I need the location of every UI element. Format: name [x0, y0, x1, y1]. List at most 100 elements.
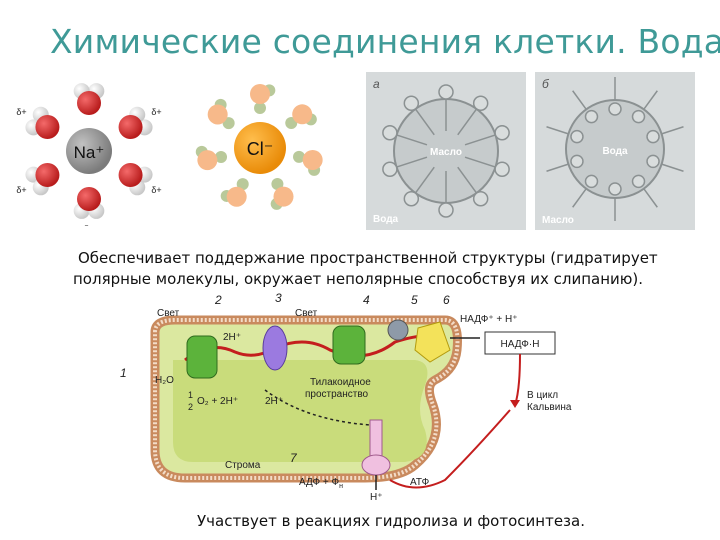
delta-plus-label: δ+	[84, 224, 94, 226]
delta-plus-label: δ+	[151, 185, 161, 195]
na-hydration-diagram: δ+δ+δ+δ+δ+δ+ Na⁺	[16, 76, 161, 226]
ferredoxin	[387, 319, 409, 341]
stroma-label: Строма	[225, 460, 261, 471]
o2-label: O₂ + 2H⁺	[197, 396, 238, 407]
photosynthesis-diagram: 1 2 3 4 5 6 7 Свет Свет 2H⁺ H₂O 1 2 O₂ +…	[120, 291, 572, 503]
number-4: 4	[363, 293, 370, 307]
lipid-tail	[464, 134, 496, 146]
hydrogen-atom	[271, 178, 284, 191]
micelle-a-center-label: Масло	[430, 147, 462, 158]
delta-plus-label: δ+	[16, 107, 26, 117]
number-1: 1	[120, 366, 127, 380]
atp-synthase-stalk	[369, 419, 383, 461]
oxygen-atom	[273, 186, 294, 207]
thylakoid-lumen	[173, 360, 428, 462]
lipid-tail	[572, 90, 587, 110]
cytochrome-complex	[262, 325, 288, 371]
lipid-tail	[457, 166, 478, 194]
lipid-tail	[414, 166, 435, 194]
polar-head	[608, 182, 622, 196]
polar-head	[472, 190, 489, 207]
oxygen-atom	[292, 104, 313, 125]
polar-head	[646, 154, 660, 169]
micelle-b-center-label: Вода	[602, 146, 628, 157]
polar-head	[570, 129, 584, 144]
lipid-tail	[396, 134, 428, 146]
oxygen-atom	[77, 91, 101, 115]
oxygen-atom	[207, 104, 228, 125]
lipid-tail	[457, 108, 478, 136]
calvin-label-2: Кальвина	[527, 402, 572, 413]
cl-ion	[234, 122, 286, 174]
polar-head	[472, 95, 489, 112]
nadph-label: НАДФ·Н	[501, 339, 540, 350]
hydrogen-atom	[236, 178, 249, 191]
oxygen-atom	[118, 163, 143, 187]
polar-head	[382, 161, 398, 177]
nadp-reductase	[414, 321, 451, 363]
na-label: Na⁺	[74, 143, 105, 162]
number-5: 5	[411, 293, 418, 307]
polar-head	[494, 125, 510, 141]
page-title: Химические соединения клетки. Вода	[50, 22, 720, 61]
description-line-2: полярные молекулы, окружает неполярные с…	[73, 270, 644, 288]
number-3: 3	[275, 291, 282, 305]
oxygen-atom	[302, 149, 323, 170]
oxygen-atom	[197, 150, 218, 171]
light-label-2: Свет	[295, 308, 318, 319]
hydrogen-atom	[293, 150, 306, 163]
two-h-plus-bottom: 2H⁺	[265, 396, 283, 407]
hydrogen-atom	[254, 102, 266, 114]
oxygen-atom	[118, 115, 143, 139]
photosystem-2	[186, 335, 218, 379]
cl-label: Cl⁻	[247, 139, 274, 159]
polar-head	[438, 84, 454, 100]
half-numerator: 1	[188, 390, 193, 400]
number-6: 6	[443, 293, 450, 307]
two-h-plus-top: 2H⁺	[223, 332, 241, 343]
micelle-b-panel: б Вода Масло	[535, 72, 695, 230]
polar-head	[608, 102, 622, 116]
atp-label: АТФ	[410, 477, 430, 488]
lipid-tail	[396, 156, 428, 168]
number-7: 7	[290, 451, 298, 465]
micelle-a-outer-label: Вода	[373, 214, 399, 225]
polar-head	[584, 109, 599, 124]
lipid-tail	[643, 188, 658, 208]
polar-head	[403, 95, 420, 112]
hydrogen-atom	[215, 150, 228, 163]
light-label-1: Свет	[157, 308, 180, 319]
oxygen-atom	[250, 84, 270, 104]
adp-label: АДФ + Фн	[299, 477, 343, 490]
lipid-tail	[464, 156, 496, 168]
delta-plus-label: δ+	[16, 185, 26, 195]
polar-head	[646, 129, 660, 144]
cl-hydration-diagram: Cl⁻	[195, 84, 323, 210]
polar-head	[570, 154, 584, 169]
polar-head	[382, 125, 398, 141]
lipid-tail	[546, 163, 569, 172]
oxygen-atom	[226, 186, 247, 207]
oxygen-atom	[77, 187, 101, 211]
atp-synthase-head	[361, 454, 391, 476]
h-plus-label: H⁺	[370, 492, 383, 503]
micelle-a-letter: а	[373, 77, 380, 91]
photosystem-1	[332, 325, 366, 365]
micelle-b-letter: б	[542, 77, 550, 91]
h2o-label: H₂O	[155, 375, 174, 386]
calvin-label-1: В цикл	[527, 390, 558, 401]
micelle-a-panel: а Масло Вода	[366, 72, 526, 230]
oxygen-atom	[35, 163, 60, 187]
thylakoid-label-1: Тилакоидное	[310, 377, 371, 388]
polar-head	[631, 109, 646, 124]
description-line-3: Участвует в реакциях гидролиза и фотосин…	[197, 512, 585, 530]
description-line-1: Обеспечивает поддержание пространственно…	[78, 249, 658, 267]
micelle-b-outer-label: Масло	[542, 215, 574, 226]
oxygen-atom	[35, 115, 60, 139]
polar-head	[403, 190, 420, 207]
lipid-tail	[661, 163, 684, 172]
polar-head	[584, 174, 599, 189]
half-denominator: 2	[188, 402, 193, 412]
lipid-tail	[572, 188, 587, 208]
na-ion	[66, 128, 112, 174]
